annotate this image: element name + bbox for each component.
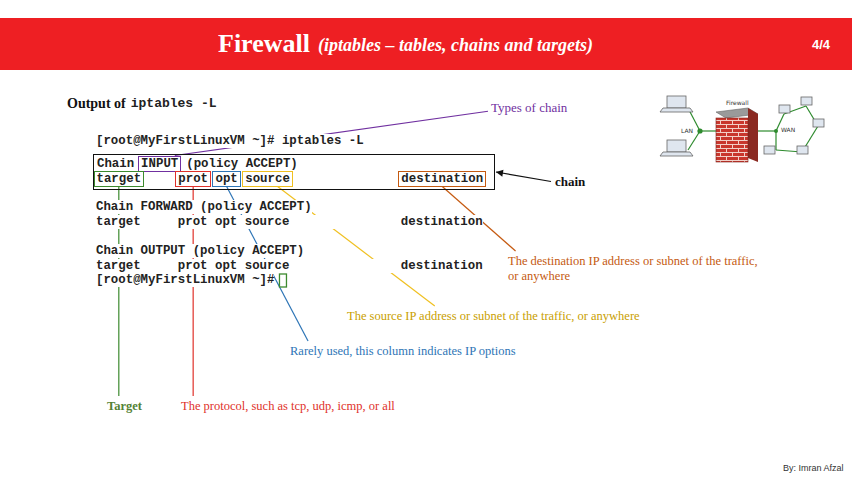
terminal-line: [root@MyFirstLinuxVM ~]# (96, 273, 274, 287)
chain-text: (policy ACCEPT) (186, 157, 298, 171)
callout-text: The destination IP address or subnet of … (508, 254, 760, 284)
column-box: prot (175, 171, 211, 187)
column-name: INPUT (141, 157, 178, 171)
column-box: target (94, 171, 145, 187)
chain-box: Chain (policy ACCEPT) INPUTtarget protoptso… (93, 154, 495, 190)
subtitle: (iptables – tables, chains and targets) (318, 35, 593, 56)
column-box: opt (212, 171, 240, 187)
command-text: iptables -L (131, 97, 217, 111)
terminal-line: target prot opt source destination (96, 259, 483, 273)
title-row: Firewall (iptables – tables, chains and t… (218, 18, 593, 70)
terminal-cursor (279, 274, 286, 287)
network-label: WAN (781, 126, 795, 133)
column-name: destination (401, 172, 483, 186)
terminal-line: [root@MyFirstLinuxVM ~]# iptables -L (96, 134, 364, 148)
column-name: source (245, 172, 290, 186)
callout-text: The protocol, such as tcp, udp, icmp, or… (181, 399, 395, 414)
column-name: opt (215, 172, 237, 186)
column-box: destination (398, 171, 486, 187)
network-label: Firewall (726, 99, 749, 106)
callout-text: Target (107, 399, 142, 414)
terminal-line: Chain OUTPUT (policy ACCEPT) (96, 244, 304, 258)
callout-text: The source IP address or subnet of the t… (347, 309, 640, 324)
heading: Output of (67, 96, 126, 111)
network-label: LAN (681, 127, 693, 134)
callout-text: Rarely used, this column indicates IP op… (290, 344, 516, 359)
terminal-line: Chain FORWARD (policy ACCEPT) (96, 200, 312, 214)
page-title: Firewall (218, 29, 310, 59)
callout-text: chain (555, 174, 585, 189)
terminal-line: target prot opt source destination (96, 215, 483, 229)
arrow-head (496, 170, 503, 177)
author-credit: By: Imran Afzal (783, 463, 844, 473)
column-name: target (97, 172, 142, 186)
page-number: 4/4 (812, 37, 830, 52)
callout-text: Types of chain (491, 100, 567, 115)
column-name: prot (178, 172, 208, 186)
column-box: INPUT (138, 156, 181, 172)
leader-line (496, 172, 551, 182)
column-box: source (242, 171, 293, 187)
chain-text: Chain (97, 157, 134, 171)
